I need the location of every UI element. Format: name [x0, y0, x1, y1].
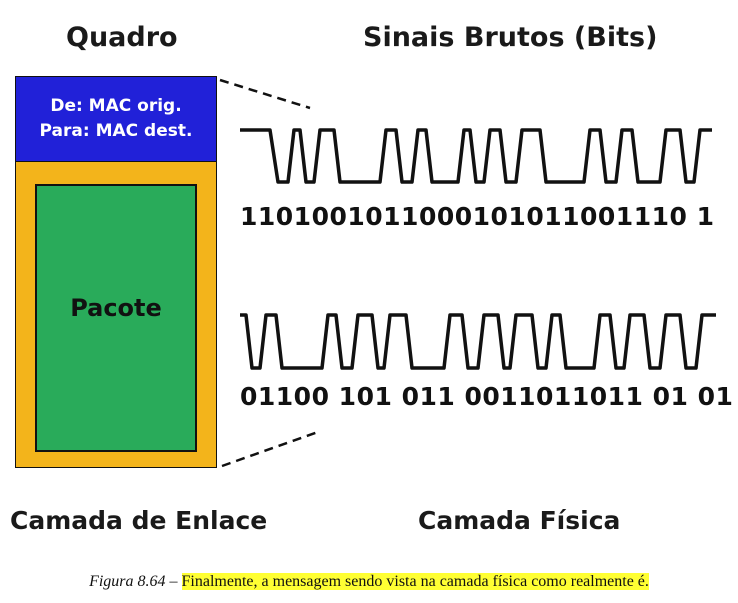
physical-layer-heading: Camada Física	[418, 506, 621, 535]
mac-header: De: MAC orig. Para: MAC dest.	[16, 77, 216, 162]
frame-box: De: MAC orig. Para: MAC dest. Pacote	[15, 76, 217, 468]
bitstream-1: 1101001011000101011001110 1	[240, 202, 715, 231]
bitstream-2: 01100 101 011 0011011011 01 01	[240, 382, 734, 411]
signal-wave-1	[240, 128, 712, 184]
caption-text: Finalmente, a mensagem sendo vista na ca…	[181, 573, 649, 590]
source-mac-label: De: MAC orig.	[50, 96, 182, 116]
zoom-line-bottom	[221, 430, 319, 468]
packet-box: Pacote	[35, 184, 197, 452]
caption-separator: –	[165, 573, 182, 590]
link-layer-heading: Camada de Enlace	[10, 506, 268, 535]
dest-mac-label: Para: MAC dest.	[39, 121, 193, 141]
signal-wave-2	[240, 313, 716, 370]
zoom-line-top	[219, 78, 311, 110]
figure-number: Figura 8.64	[89, 573, 166, 590]
figure-caption: Figura 8.64 – Finalmente, a mensagem sen…	[0, 573, 738, 591]
raw-signals-heading: Sinais Brutos (Bits)	[363, 22, 658, 53]
frame-heading: Quadro	[66, 22, 178, 53]
packet-label: Pacote	[70, 294, 162, 322]
signal-diagram	[219, 78, 716, 468]
